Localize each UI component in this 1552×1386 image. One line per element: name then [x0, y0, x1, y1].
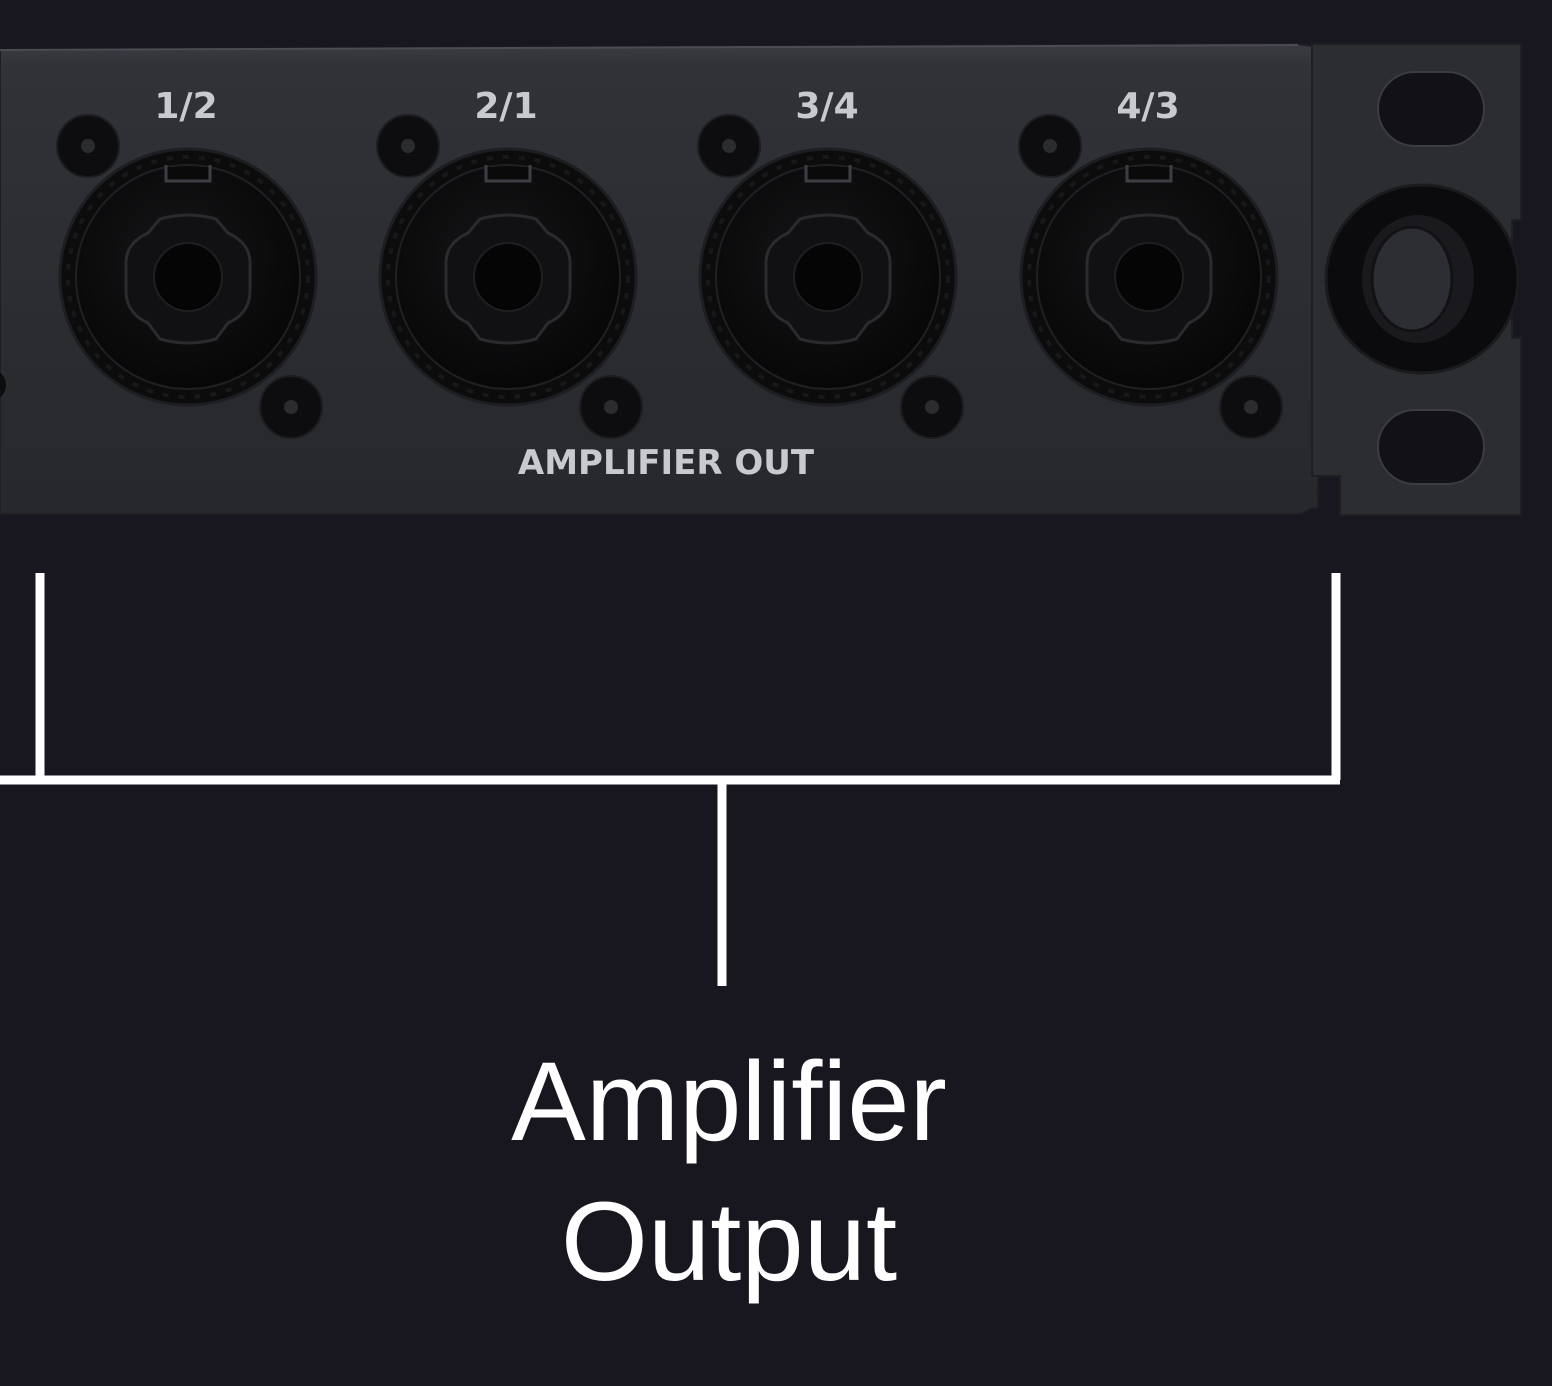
- rack-slot-bottom: [1377, 409, 1485, 485]
- speakon-connector-icon: [378, 147, 638, 407]
- partial-screw-icon: [0, 372, 6, 398]
- screw-icon: [900, 375, 964, 439]
- rack-mount-ear: [1311, 43, 1522, 516]
- callout-label-line-2: Output: [560, 1179, 898, 1304]
- speakon-connector-icon: [58, 147, 318, 407]
- callout-bracket: [0, 573, 1341, 986]
- speakon-connector-icon: [698, 147, 958, 407]
- rack-slot-top: [1377, 71, 1485, 147]
- connector-label-1: 1/2: [154, 86, 217, 127]
- screw-icon: [697, 114, 761, 178]
- screw-icon: [1219, 375, 1283, 439]
- connector-label-3: 3/4: [795, 86, 858, 127]
- screw-icon: [259, 375, 323, 439]
- speakon-connector-icon: [1019, 147, 1279, 407]
- callout-label-line-1: Amplifier: [511, 1039, 947, 1164]
- screw-icon: [1018, 114, 1082, 178]
- screw-icon: [376, 114, 440, 178]
- connector-label-2: 2/1: [474, 86, 537, 127]
- screw-icon: [56, 114, 120, 178]
- screw-icon: [579, 375, 643, 439]
- connector-label-4: 4/3: [1116, 86, 1179, 127]
- cable-grommet-icon: [1324, 183, 1520, 375]
- section-label: AMPLIFIER OUT: [518, 443, 815, 483]
